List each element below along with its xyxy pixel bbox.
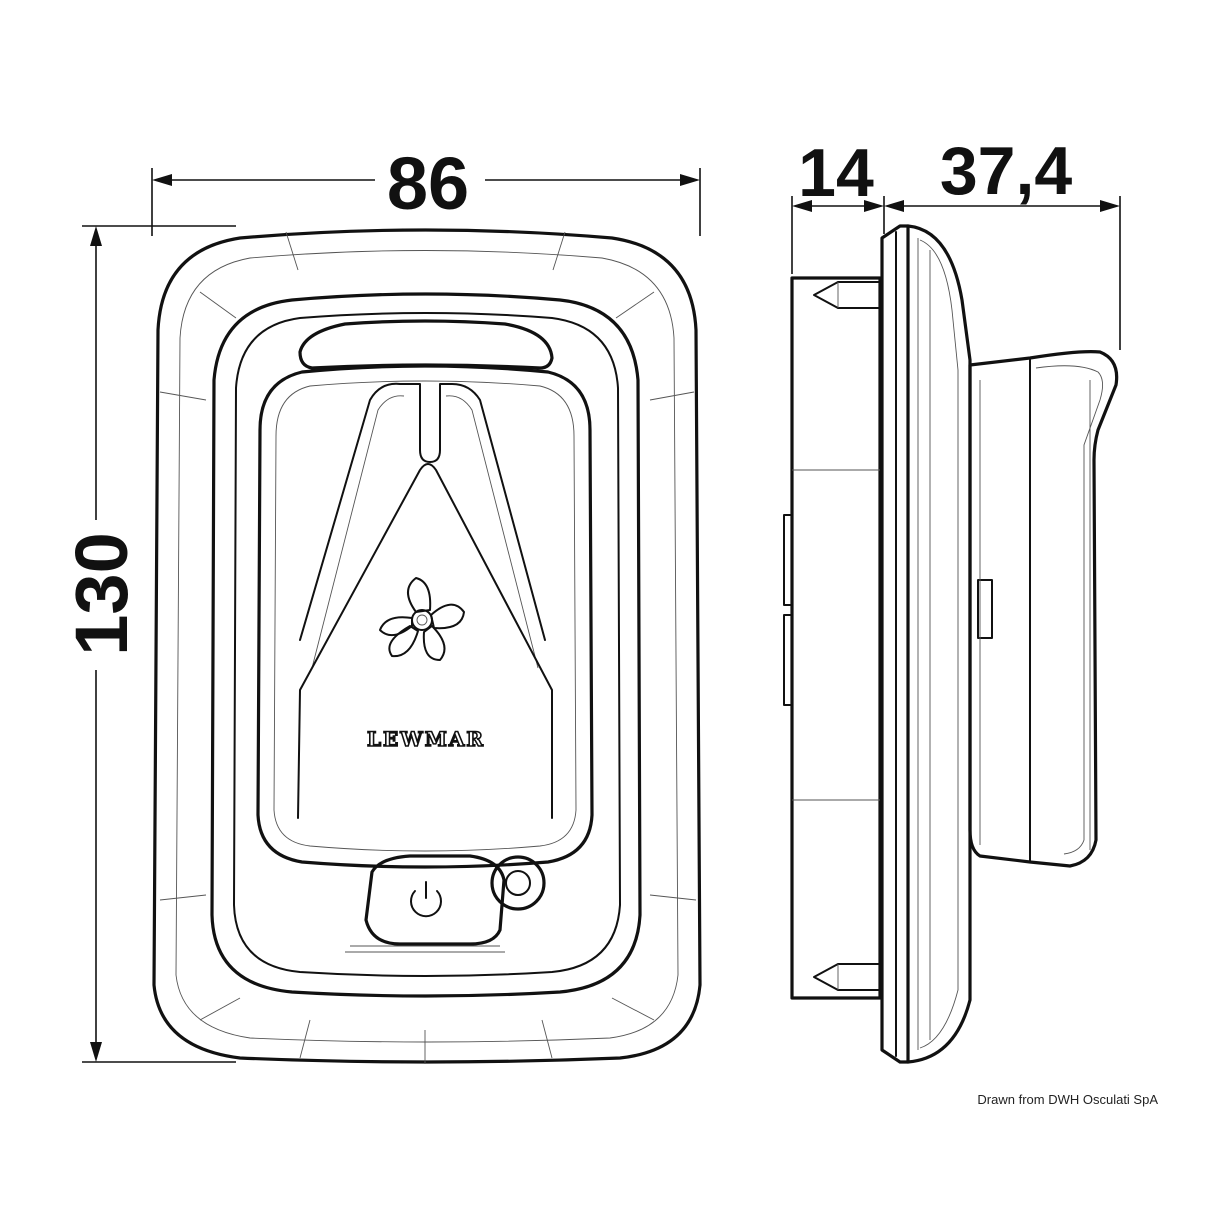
mid-frame xyxy=(210,292,642,998)
front-view: LEWMAR xyxy=(152,228,702,1064)
drawing-credit: Drawn from DWH Osculati SpA xyxy=(977,1092,1158,1107)
rear-body xyxy=(790,276,882,1000)
bezel-facets xyxy=(159,231,697,1064)
flange-depth-value: 14 xyxy=(798,135,874,211)
body-depth-value: 37,4 xyxy=(940,133,1073,209)
width-value: 86 xyxy=(387,142,469,225)
button-cavity-inner xyxy=(273,380,577,852)
brand-logo: LEWMAR xyxy=(367,727,485,751)
side-view xyxy=(783,224,1119,1064)
depth-dimensions: 14 37,4 xyxy=(791,133,1121,350)
rear-body-clip-upper xyxy=(783,514,793,606)
paddle-lower-face xyxy=(297,463,553,819)
rear-body-clip-lower xyxy=(783,614,793,706)
rocker-paddle xyxy=(299,382,546,641)
top-slot xyxy=(298,319,554,370)
power-button-base xyxy=(345,945,505,953)
rocker-side xyxy=(968,350,1119,868)
bezel-profile-inner xyxy=(919,239,959,1049)
mounting-pin-top xyxy=(813,281,883,309)
fan-icon xyxy=(379,577,465,661)
bezel-profile xyxy=(906,224,972,1064)
height-dimension: 130 xyxy=(60,225,236,1063)
outer-bezel-inner-edge xyxy=(175,250,679,1043)
height-value: 130 xyxy=(60,532,143,655)
outer-bezel xyxy=(152,228,702,1064)
led-ring-icon xyxy=(490,855,546,911)
width-dimension: 86 xyxy=(151,142,701,236)
button-cavity xyxy=(256,364,594,869)
mounting-pin-bottom xyxy=(813,963,883,991)
mid-frame-inner xyxy=(233,312,621,977)
rocker-paddle-edge xyxy=(311,395,539,669)
power-icon xyxy=(410,881,442,918)
power-button-housing xyxy=(364,854,506,946)
rocker-side-curve xyxy=(1035,365,1103,855)
side-button xyxy=(977,579,993,639)
